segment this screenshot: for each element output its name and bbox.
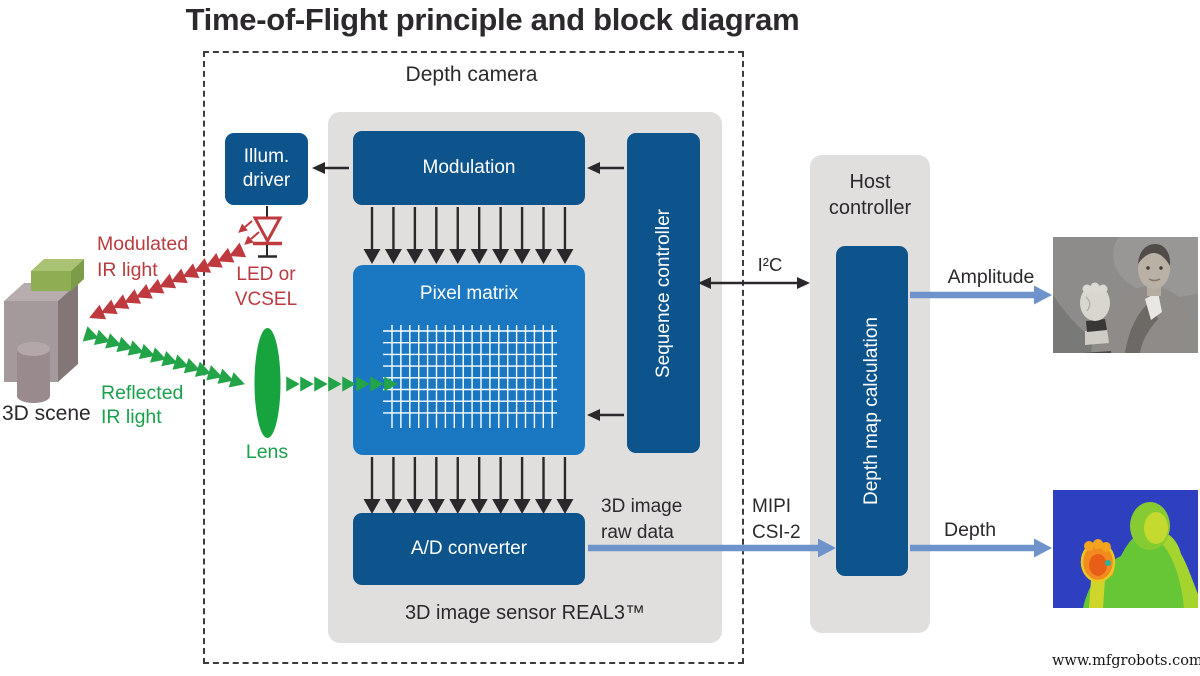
sequence-controller-label: Sequence controller — [652, 208, 674, 378]
amplitude-image-art — [1053, 237, 1198, 353]
illum-driver-label-line2: driver — [242, 170, 291, 191]
modulation-label: Modulation — [422, 157, 516, 178]
lens-label: Lens — [245, 441, 289, 463]
illum-driver-label-line1: Illum. — [243, 146, 290, 167]
depth-map-calculation-block: Depth map calculation — [836, 246, 908, 576]
page-title: Time-of-Flight principle and block diagr… — [185, 2, 800, 37]
sequence-controller-block: Sequence controller — [627, 133, 700, 453]
amplitude-label: Amplitude — [947, 266, 1035, 288]
watermark: www.mfgrobots.com — [1052, 653, 1200, 669]
ad-converter-label: A/D converter — [410, 538, 528, 559]
i2c-label: I²C — [757, 254, 783, 275]
scene-label: 3D scene — [2, 402, 91, 425]
modulation-block: Modulation — [353, 131, 585, 205]
image-sensor-label: 3D image sensor REAL3™ — [404, 602, 646, 624]
depth-camera-boundary — [203, 51, 744, 664]
amplitude-image — [1053, 237, 1198, 353]
ad-converter-block: A/D converter — [353, 513, 585, 585]
depth-label: Depth — [944, 519, 997, 541]
depth-image — [1053, 490, 1198, 608]
pixel-matrix-label: Pixel matrix — [419, 283, 519, 304]
illumination-driver-block: Illum. driver — [225, 133, 308, 205]
scene-3d-icon — [4, 259, 84, 403]
depth-image-art — [1053, 490, 1198, 608]
depth-map-calculation-label: Depth map calculation — [861, 317, 882, 505]
depth-camera-label: Depth camera — [405, 63, 538, 86]
